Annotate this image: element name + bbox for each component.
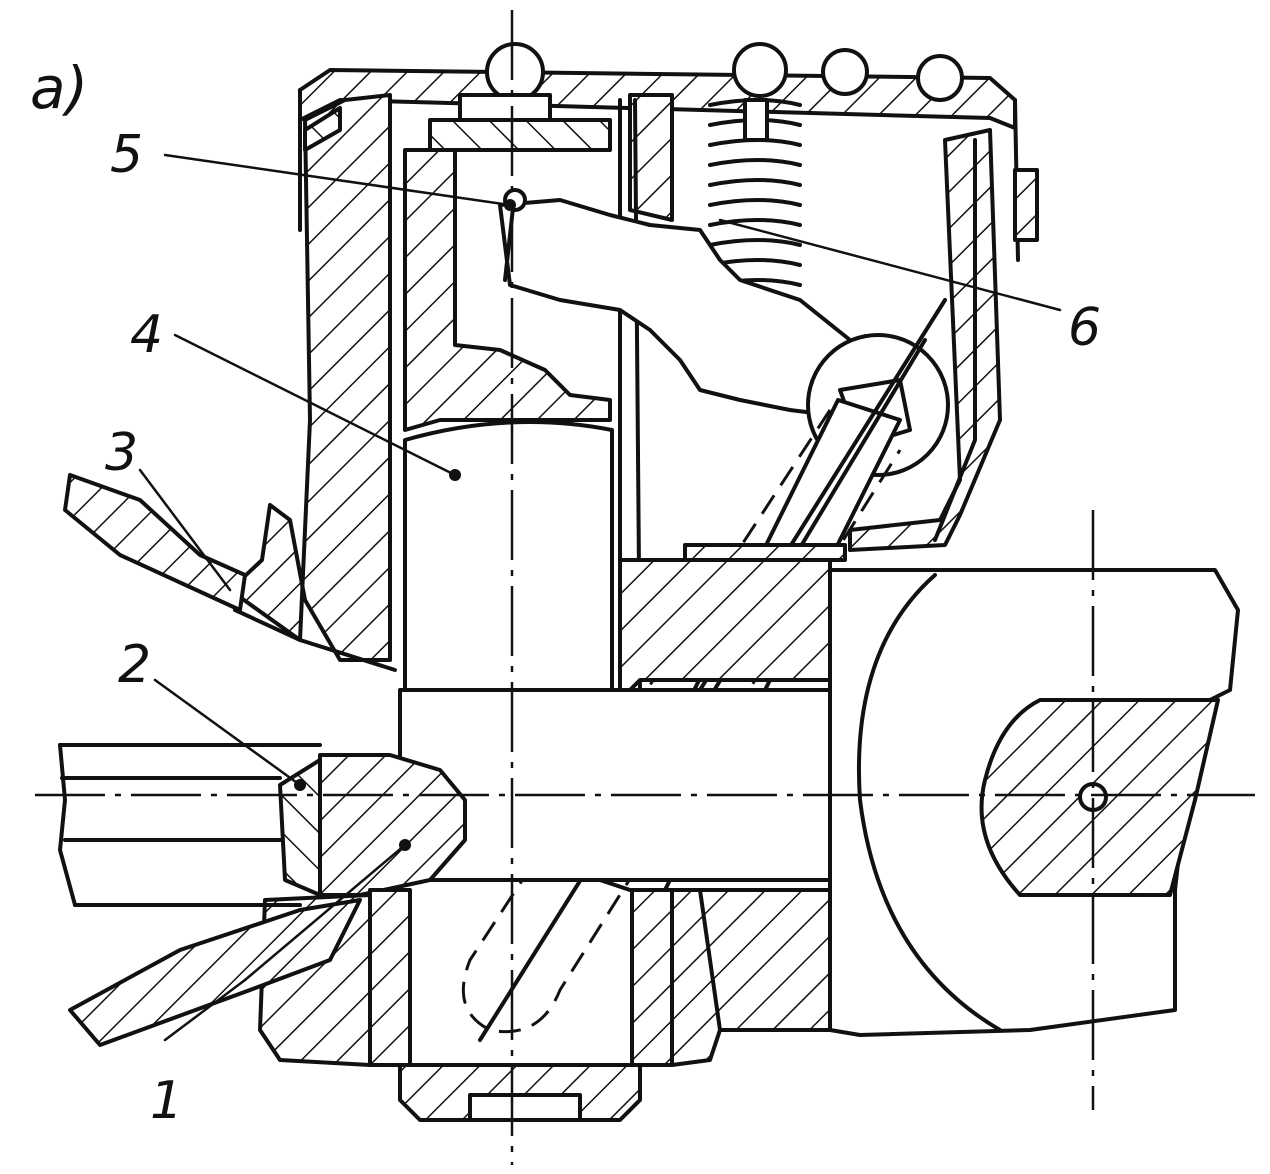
upper-left-lever [63, 473, 397, 672]
cover-bolt-1 [485, 42, 545, 102]
callout-5: 5 [110, 125, 143, 185]
callout-2: 2 [118, 635, 151, 695]
housing-left-wall [228, 93, 392, 662]
cover-bolt-3 [821, 48, 869, 96]
leader-3 [138, 468, 232, 592]
leader-1 [163, 978, 247, 1042]
leader-6 [718, 218, 1062, 312]
cylinder-sleeve [403, 93, 674, 692]
lower-left-lever [68, 898, 362, 1047]
housing-cover [298, 42, 1039, 262]
callout-1: 1 [150, 1071, 183, 1131]
callout-6: 6 [1068, 298, 1101, 358]
leader-5 [163, 153, 512, 207]
leader-4 [173, 333, 457, 477]
cover-bolt-2 [732, 42, 788, 98]
callout-3: 3 [105, 423, 138, 483]
cam-wheel [828, 568, 1240, 1037]
left-shaft [58, 743, 322, 907]
figure-label: a) [30, 54, 88, 122]
leader-2 [153, 678, 302, 787]
housing-right-wall [848, 128, 1002, 552]
leader-lines [138, 153, 1062, 1042]
cover-bolt-4 [916, 54, 964, 102]
callout-4: 4 [130, 305, 163, 365]
